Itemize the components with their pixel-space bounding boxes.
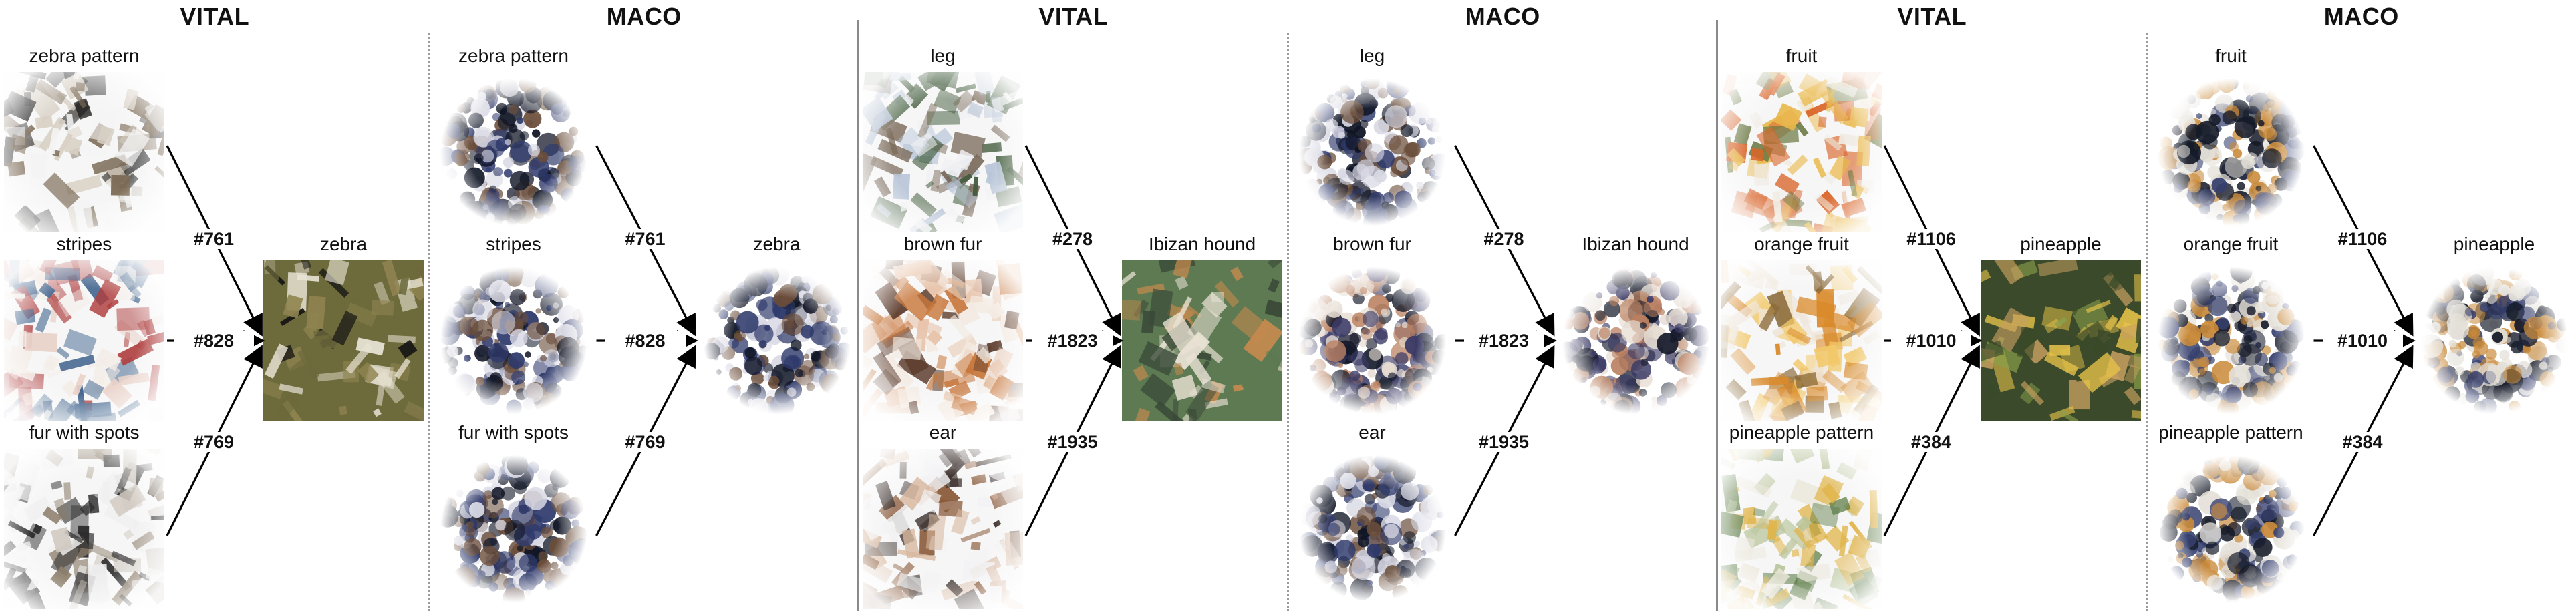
source-label: pineapple pattern: [1729, 422, 1874, 443]
source-label: fur with spots: [458, 422, 569, 443]
panel-separator-dotted: [2145, 33, 2148, 611]
panel-title-vital: VITAL: [1897, 3, 1967, 30]
panel-title-maco: MACO: [2323, 3, 2399, 30]
edge-weight-label: #1823: [1463, 331, 1544, 351]
target-visualization: [1122, 260, 1282, 421]
edge-weight-label: #761: [174, 229, 254, 249]
source-visualization: [1721, 260, 1882, 421]
edge-weight-label: #1010: [1891, 331, 1971, 351]
target-visualization: [696, 260, 857, 421]
source-visualization: [863, 449, 1023, 609]
panel-title-vital: VITAL: [180, 3, 250, 30]
source-visualization: [2150, 72, 2311, 232]
target-label: Ibizan hound: [1148, 234, 1256, 254]
target-label: Ibizan hound: [1582, 234, 1689, 254]
edge-weight-label: #384: [2322, 432, 2403, 452]
source-label: zebra pattern: [458, 45, 569, 66]
source-visualization: [433, 72, 594, 232]
source-label: fur with spots: [29, 422, 140, 443]
edge-weight-label: #761: [605, 229, 686, 249]
source-visualization: [1292, 449, 1453, 609]
source-label: orange fruit: [2183, 234, 2279, 254]
panel-title-maco: MACO: [606, 3, 682, 30]
source-visualization: [4, 72, 164, 232]
source-label: pineapple pattern: [2158, 422, 2303, 443]
edge-weight-label: #1935: [1032, 432, 1113, 452]
target-label: zebra: [753, 234, 801, 254]
source-label: ear: [1358, 422, 1386, 443]
target-label: zebra: [319, 234, 368, 254]
source-label: ear: [929, 422, 957, 443]
panel-separator-dotted: [428, 33, 430, 611]
edge-weight-label: #278: [1463, 229, 1544, 249]
source-visualization: [863, 72, 1023, 232]
panel-separator-solid: [857, 20, 859, 611]
source-visualization: [4, 260, 164, 421]
source-visualization: [2150, 449, 2311, 609]
edge-weight-label: #1935: [1463, 432, 1544, 452]
source-label: fruit: [2215, 45, 2247, 66]
source-label: fruit: [1785, 45, 1818, 66]
source-label: leg: [930, 45, 956, 66]
source-label: leg: [1359, 45, 1385, 66]
edge-weight-label: #769: [174, 432, 254, 452]
source-visualization: [863, 260, 1023, 421]
edge-weight-label: #384: [1891, 432, 1971, 452]
panel-separator-dotted: [1286, 33, 1289, 611]
target-visualization: [263, 260, 424, 421]
source-label: brown fur: [903, 234, 982, 254]
source-label: brown fur: [1333, 234, 1411, 254]
source-visualization: [433, 260, 594, 421]
source-visualization: [2150, 260, 2311, 421]
source-label: stripes: [486, 234, 541, 254]
edge-weight-label: #1010: [2322, 331, 2403, 351]
edge-weight-label: #1106: [1891, 229, 1971, 249]
source-label: orange fruit: [1754, 234, 1849, 254]
source-label: zebra pattern: [29, 45, 140, 66]
panel-title-vital: VITAL: [1038, 3, 1109, 30]
source-visualization: [1721, 449, 1882, 609]
edge-weight-label: #278: [1032, 229, 1113, 249]
source-visualization: [1292, 260, 1453, 421]
target-label: pineapple: [2020, 234, 2102, 254]
source-visualization: [1292, 72, 1453, 232]
edge-weight-label: #1823: [1032, 331, 1113, 351]
target-visualization: [1981, 260, 2141, 421]
edge-weight-label: #1106: [2322, 229, 2403, 249]
target-visualization: [1555, 260, 1716, 421]
source-visualization: [1721, 72, 1882, 232]
source-label: stripes: [56, 234, 112, 254]
panel-separator-solid: [1716, 20, 1718, 611]
edge-weight-label: #828: [605, 331, 686, 351]
edge-weight-label: #769: [605, 432, 686, 452]
target-visualization: [2414, 260, 2575, 421]
source-visualization: [433, 449, 594, 609]
edge-weight-label: #828: [174, 331, 254, 351]
panel-title-maco: MACO: [1465, 3, 1540, 30]
source-visualization: [4, 449, 164, 609]
target-label: pineapple: [2453, 234, 2535, 254]
